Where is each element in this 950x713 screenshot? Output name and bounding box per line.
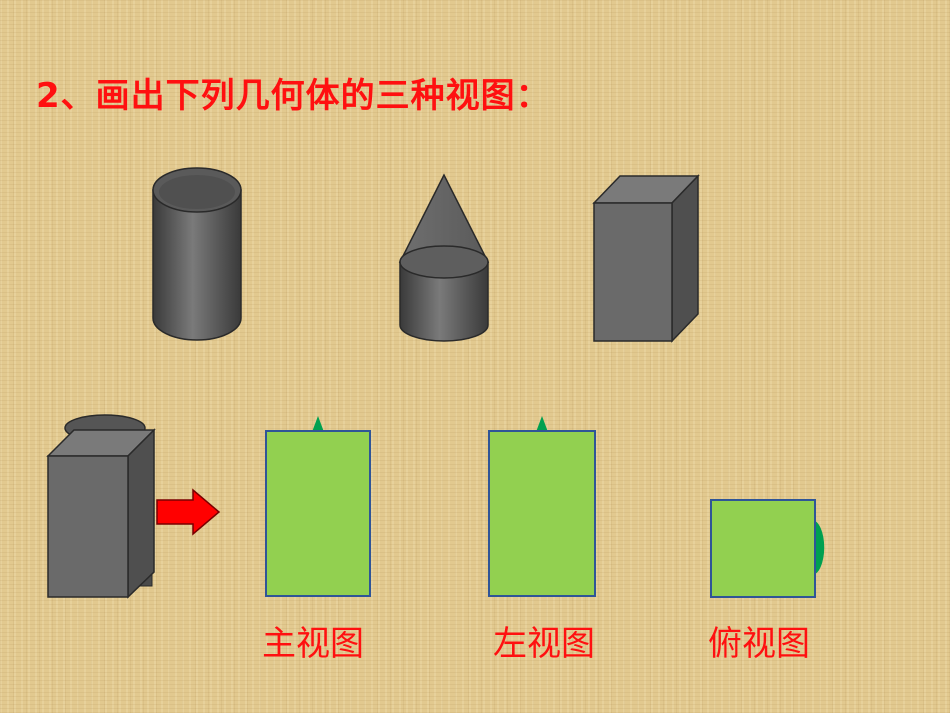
front-view: [265, 416, 371, 597]
front-view-label: 主视图: [262, 624, 364, 664]
left-view-label: 左视图: [493, 624, 595, 664]
cylinder-solid: [152, 167, 242, 341]
combined-solid: [46, 414, 156, 599]
left-view: [488, 416, 596, 597]
top-view-label: 俯视图: [708, 624, 810, 664]
cone-cylinder-solid: [398, 173, 490, 342]
top-view: [710, 499, 825, 598]
page-title: 2、画出下列几何体的三种视图：: [36, 76, 551, 116]
prism-solid: [592, 174, 700, 343]
red-arrow-icon: [156, 488, 221, 536]
